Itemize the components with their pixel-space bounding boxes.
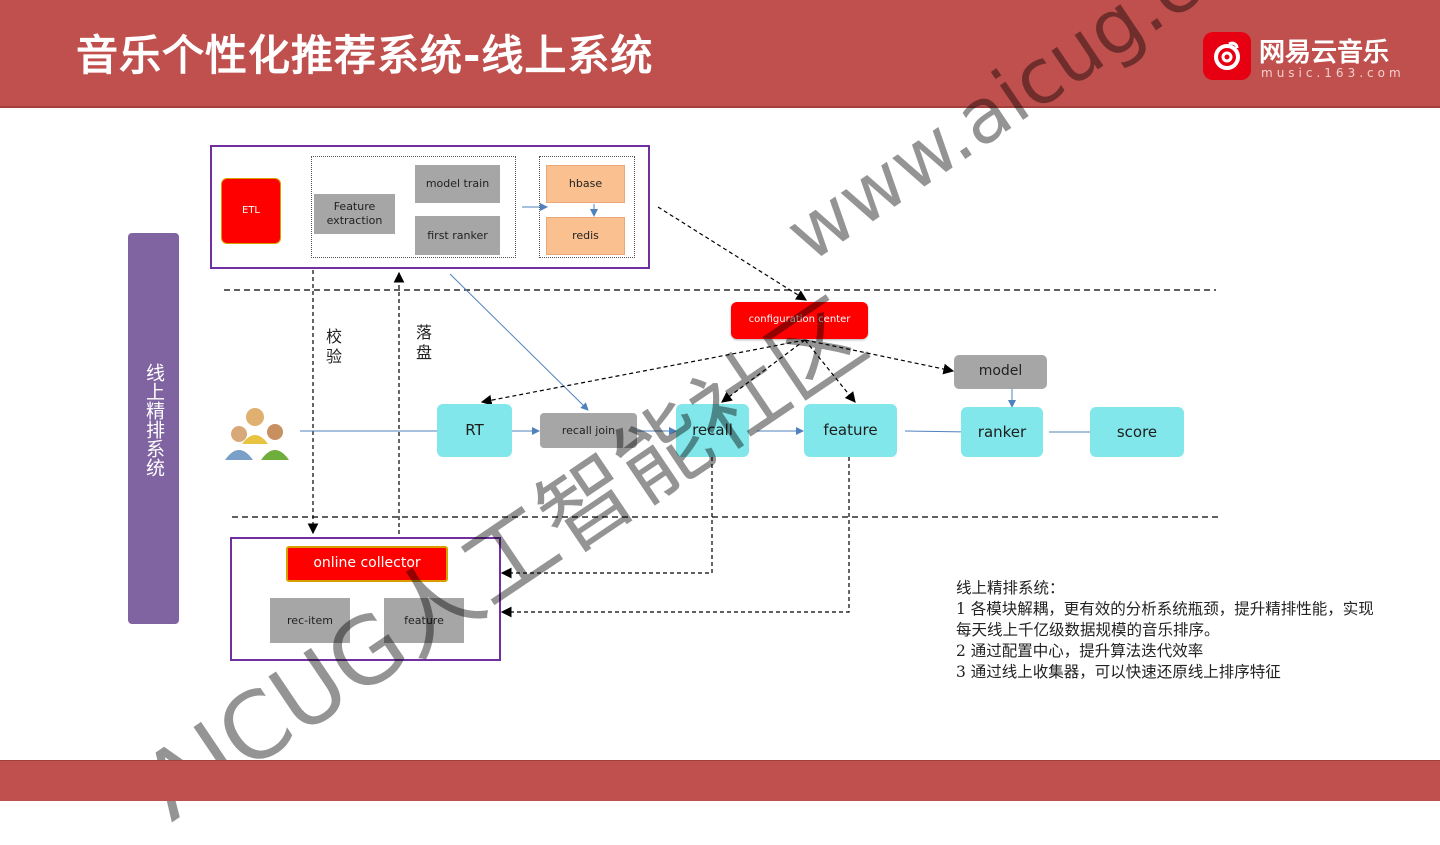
hbase-box: hbase xyxy=(546,165,625,203)
notes-item-2: 2 通过配置中心，提升算法迭代效率 xyxy=(956,641,1376,662)
users-icon xyxy=(219,404,293,461)
notes-item-3: 3 通过线上收集器，可以快速还原线上排序特征 xyxy=(956,662,1376,683)
etl-box: ETL xyxy=(221,178,281,244)
model-box: model xyxy=(954,355,1047,389)
redis-box: redis xyxy=(546,217,625,255)
persist-label: 落盘 xyxy=(416,323,434,363)
first-ranker-box: first ranker xyxy=(415,216,500,255)
rt-box: RT xyxy=(437,404,512,457)
model-train-box: model train xyxy=(415,165,500,203)
notes-heading: 线上精排系统： xyxy=(956,578,1376,599)
footer-bar xyxy=(0,760,1440,801)
feature-extraction-box: Feature extraction xyxy=(314,194,395,234)
score-box: score xyxy=(1090,407,1184,457)
notes-item-1: 1 各模块解耦，更有效的分析系统瓶颈，提升精排性能，实现每天线上千亿级数据规模的… xyxy=(956,599,1376,641)
notes-text: 线上精排系统： 1 各模块解耦，更有效的分析系统瓶颈，提升精排性能，实现每天线上… xyxy=(956,578,1376,683)
verify-label: 校验 xyxy=(326,327,344,367)
ranker-box: ranker xyxy=(961,407,1043,457)
